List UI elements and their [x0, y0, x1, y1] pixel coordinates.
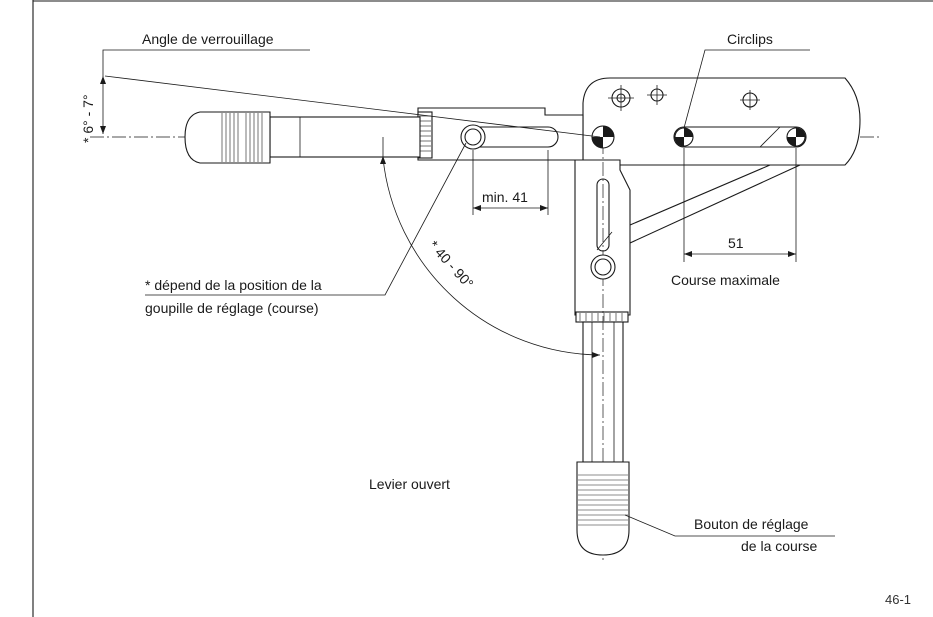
lever-head — [574, 159, 631, 323]
open-angle-arc — [380, 137, 601, 358]
max-stroke-label: Course maximale — [671, 272, 780, 288]
horizontal-lever — [184, 107, 584, 164]
open-angle-label: * 40 - 90° — [426, 237, 477, 291]
circlips-label: Circlips — [727, 31, 773, 47]
locking-angle-value: * 6° - 7° — [80, 94, 96, 143]
figure-number: 46-1 — [885, 592, 911, 607]
knob-label-line-1: Bouton de réglage — [694, 516, 809, 532]
stroke-51-dimension — [683, 148, 797, 262]
min-41-label: min. 41 — [482, 189, 528, 205]
lever-open-label: Levier ouvert — [369, 476, 450, 492]
locking-angle-dimension — [100, 49, 601, 138]
drawing-frame — [32, 0, 933, 617]
note-line-1: * dépend de la position de la — [145, 277, 322, 293]
min-41-dimension — [472, 150, 549, 215]
locking-angle-label: Angle de verrouillage — [142, 31, 274, 47]
knob-leader — [624, 514, 835, 537]
stroke-51-label: 51 — [728, 235, 744, 251]
circlips-leader — [683, 49, 810, 129]
note-leader — [145, 142, 467, 296]
knob-label-line-2: de la course — [741, 538, 817, 554]
note-line-2: goupille de réglage (course) — [145, 300, 319, 316]
stroke-adjust-knob — [576, 461, 630, 556]
